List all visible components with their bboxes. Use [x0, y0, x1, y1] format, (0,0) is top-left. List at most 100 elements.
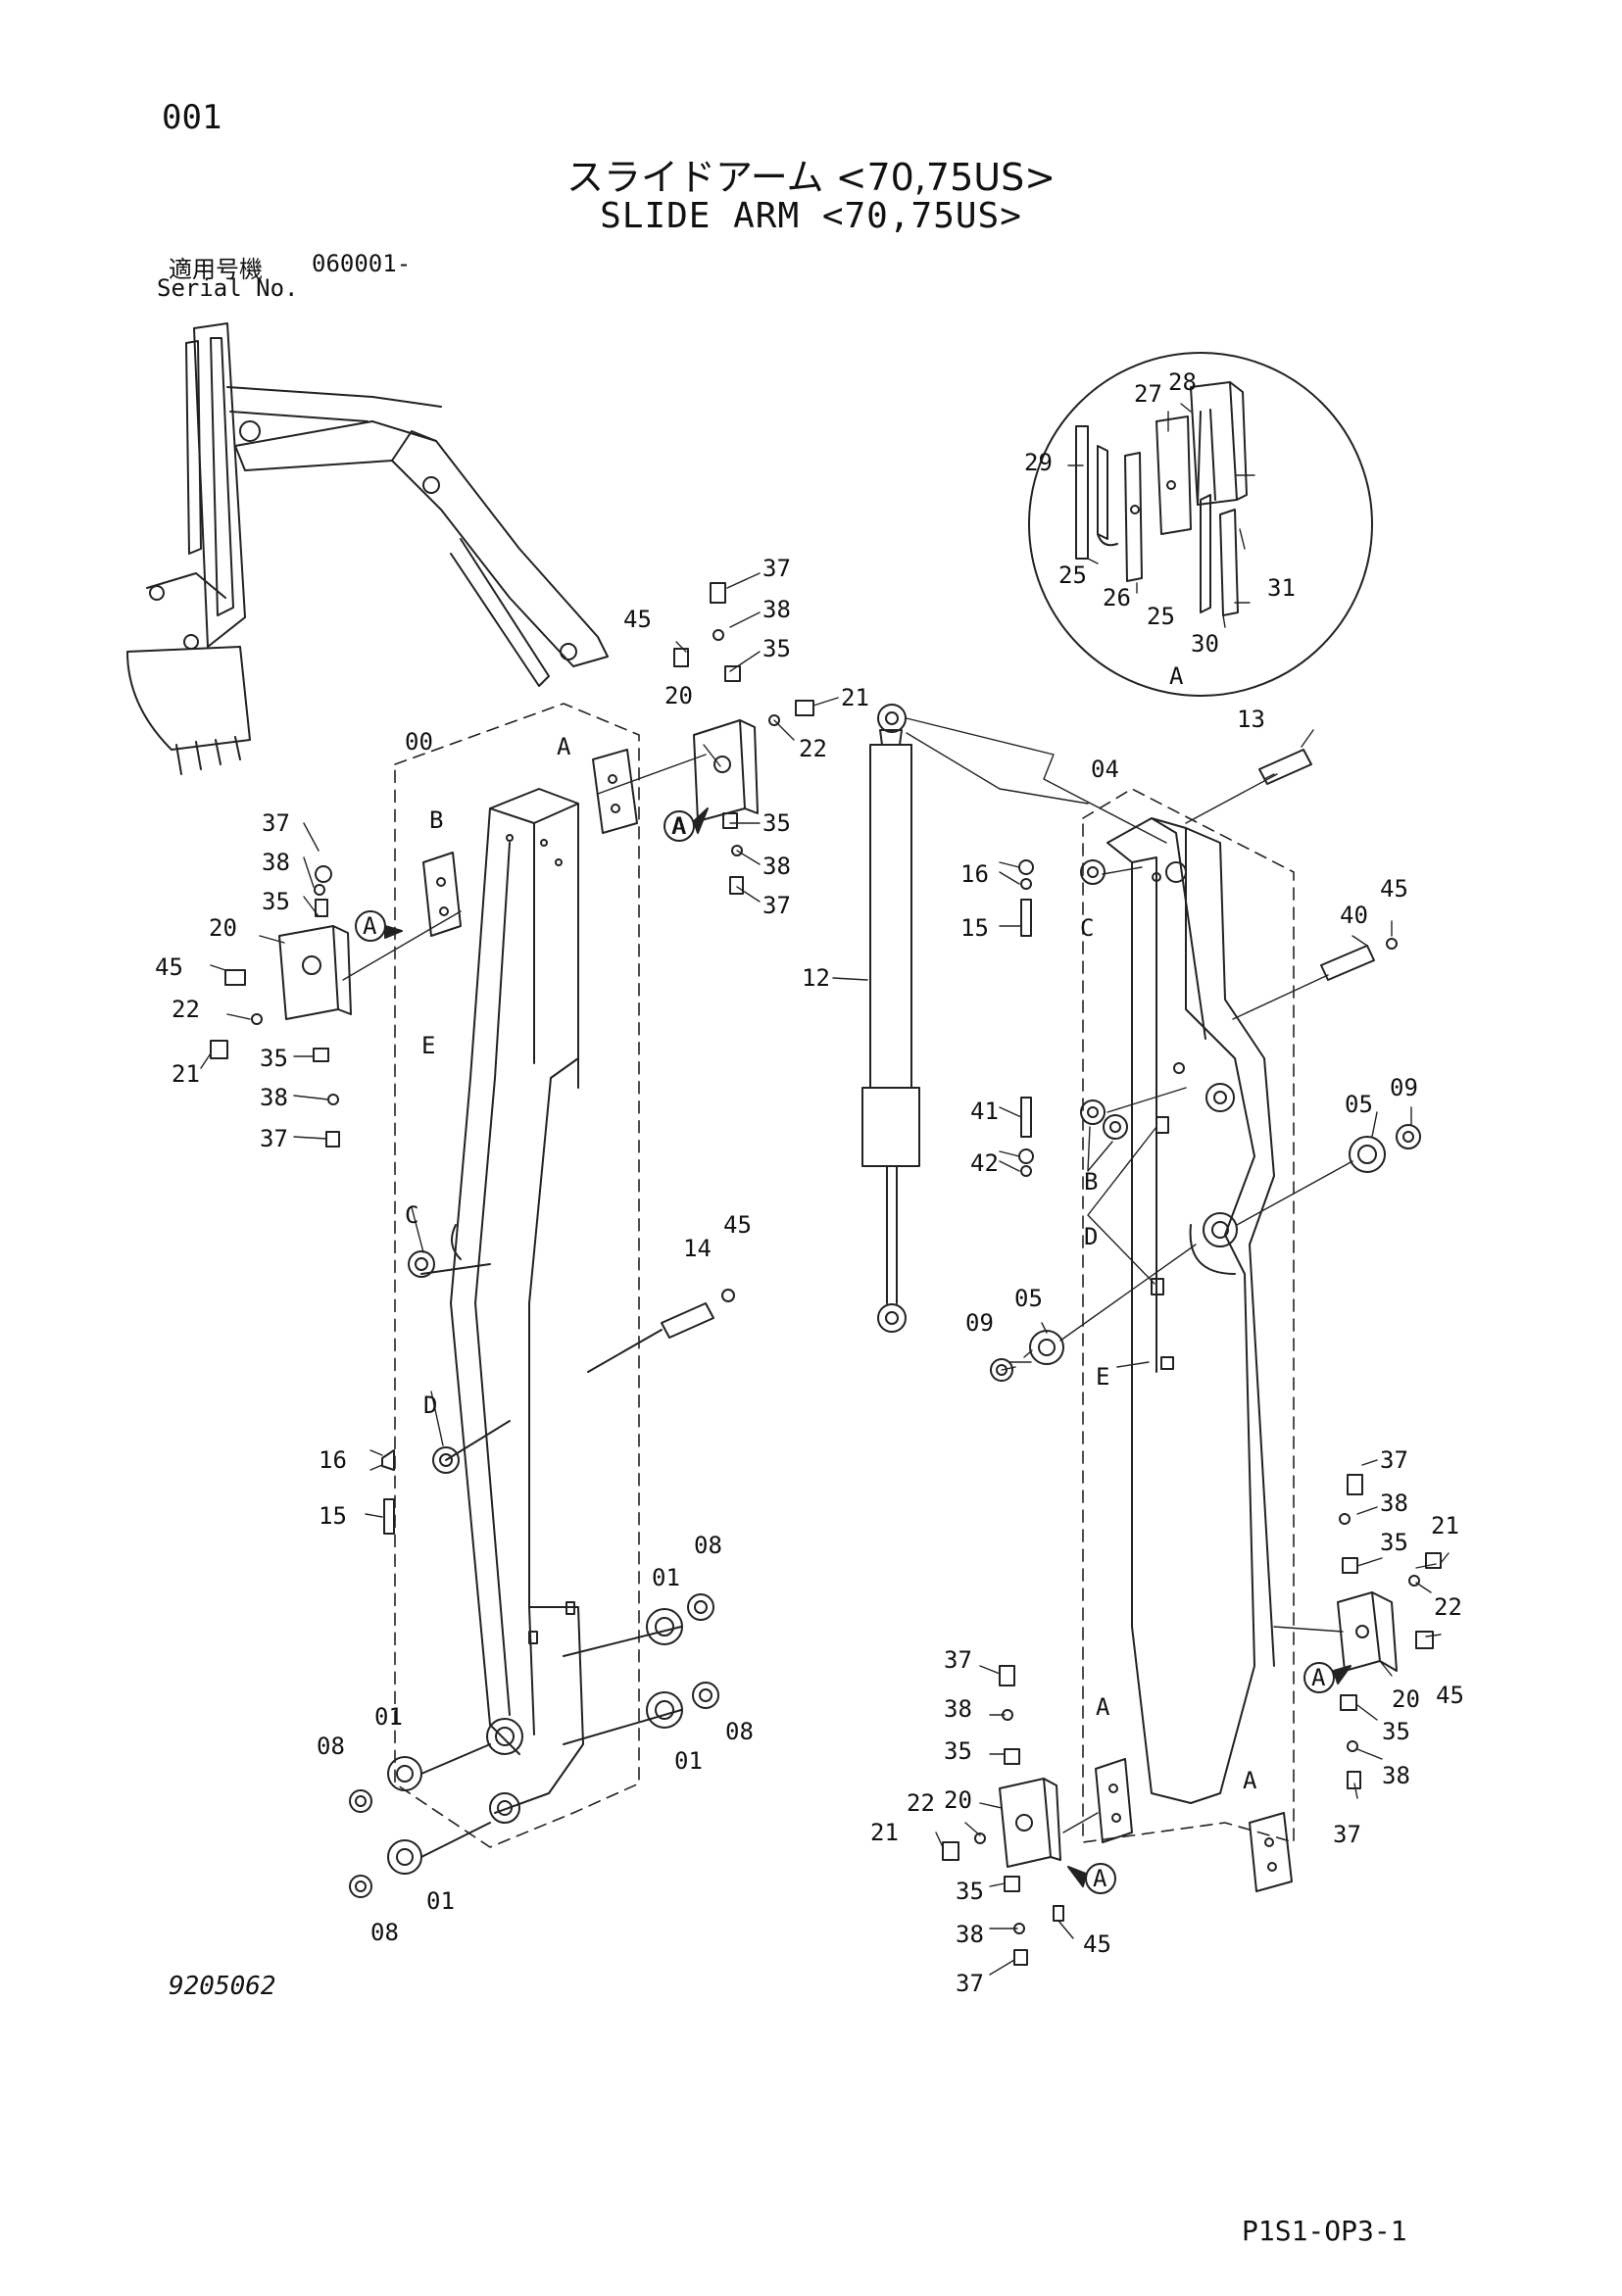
- callout-label: 20: [209, 914, 237, 942]
- callout-label: A: [672, 812, 687, 840]
- callout-label: 15: [319, 1502, 347, 1530]
- plate-b-left: [422, 852, 462, 937]
- detail-marker-group: [355, 807, 1352, 1894]
- callout-label: 37: [262, 809, 290, 837]
- callout-label: 08: [694, 1532, 722, 1559]
- plate-a-lower: [1095, 1758, 1133, 1843]
- detail-part-number: 25: [1147, 603, 1175, 630]
- callout-label: 13: [1237, 706, 1265, 733]
- slide-cylinder-12: [861, 704, 920, 1333]
- pin-14: [661, 1302, 714, 1339]
- callout-label: 37: [1333, 1821, 1361, 1848]
- detail-part-number: 28: [1168, 368, 1197, 396]
- serial-label-japanese: 適用号機: [169, 256, 263, 283]
- callout-label: 21: [1431, 1512, 1459, 1539]
- callout-label: 35: [1380, 1529, 1408, 1556]
- callout-label: 08: [370, 1919, 399, 1946]
- callout-label: A: [557, 733, 571, 760]
- callout-label: 08: [317, 1733, 345, 1760]
- callout-label: 05: [1014, 1285, 1043, 1312]
- callout-label: 01: [374, 1703, 403, 1731]
- callout-label: C: [1080, 914, 1094, 942]
- detail-marker-label: A: [1311, 1664, 1326, 1691]
- detail-marker-letters: A A A A: [363, 812, 1326, 1892]
- callout-label: 38: [262, 849, 290, 876]
- pin-40: [1320, 945, 1375, 981]
- drawing-number: 9205062: [169, 1972, 276, 2001]
- callout-label: 09: [965, 1309, 994, 1337]
- callout-label: 16: [319, 1446, 347, 1474]
- callout-label: 04: [1091, 756, 1119, 783]
- callout-label: 00: [405, 728, 433, 756]
- callout-label: 08: [725, 1718, 754, 1745]
- callout-label: 38: [762, 853, 791, 880]
- callout-label: 14: [683, 1235, 712, 1262]
- callout-label: 05: [1345, 1091, 1373, 1118]
- callout-label: 21: [841, 684, 869, 711]
- callout-label: C: [405, 1201, 418, 1229]
- callout-label: 38: [260, 1084, 288, 1111]
- block-20-right: [1337, 1591, 1381, 1672]
- detail-marker-label: A: [1093, 1865, 1107, 1892]
- detail-marker-label: A: [363, 912, 377, 940]
- excavator-overview-illustration: [126, 322, 609, 775]
- callout-label: 20: [664, 682, 693, 709]
- callout-label: 45: [1436, 1682, 1464, 1709]
- callout-label: 20: [1392, 1685, 1420, 1713]
- callout-label: 37: [260, 1125, 288, 1152]
- detail-part-number: 30: [1191, 630, 1219, 658]
- callout-label: 37: [762, 892, 791, 919]
- callout-label: D: [1084, 1223, 1098, 1250]
- callout-label: 22: [1434, 1593, 1462, 1621]
- detail-part-number: 31: [1267, 574, 1296, 602]
- plate-a-upper-left: [592, 749, 638, 834]
- detail-part-number: 26: [1103, 584, 1131, 611]
- callout-label: 15: [960, 914, 989, 942]
- page-title-japanese: スライドアーム <70,75US>: [565, 156, 1057, 199]
- page-number: 001: [162, 98, 222, 137]
- callout-leader-lines: [200, 474, 1450, 1976]
- serial-number-value: 060001-: [312, 250, 412, 277]
- block-20-lower: [999, 1778, 1052, 1868]
- callout-label: 37: [944, 1646, 972, 1674]
- callout-label: 41: [970, 1098, 999, 1125]
- callout-label: 45: [155, 953, 183, 981]
- callout-label: 01: [426, 1887, 455, 1915]
- callout-label: A: [1096, 1693, 1110, 1721]
- callout-label: 16: [960, 860, 989, 888]
- callout-label: 42: [970, 1149, 999, 1177]
- detail-view-a-circle: [1028, 352, 1373, 697]
- callout-label: 35: [762, 809, 791, 837]
- page-title-english: SLIDE ARM <70,75US>: [600, 196, 1022, 236]
- callout-label: 22: [907, 1789, 935, 1817]
- callout-label: 22: [799, 735, 827, 762]
- callout-label: 21: [172, 1060, 200, 1088]
- detail-part-number: 25: [1058, 562, 1087, 589]
- serial-label-english: Serial No.: [157, 274, 299, 302]
- callout-label: 37: [762, 555, 791, 582]
- callout-label: 35: [762, 635, 791, 662]
- callout-label: 01: [674, 1747, 703, 1775]
- callout-label: 35: [944, 1737, 972, 1765]
- outer-arm-dashed-boundary: [1082, 788, 1295, 1843]
- callout-label: 22: [172, 996, 200, 1023]
- inner-arm-assembly: [450, 788, 584, 1824]
- callout-label: 20: [944, 1786, 972, 1814]
- callout-label: 35: [262, 888, 290, 915]
- callout-label: 35: [1382, 1718, 1410, 1745]
- detail-view-labels: 27 28 29 25 26 25 30 31 A: [1024, 368, 1296, 690]
- callout-label: 45: [1083, 1930, 1111, 1958]
- detail-part-number: 27: [1134, 380, 1162, 408]
- callout-label: A: [1243, 1767, 1257, 1794]
- callout-label: 12: [802, 964, 830, 992]
- callout-label: B: [1084, 1168, 1098, 1196]
- page-code: P1S1-OP3-1: [1242, 2215, 1407, 2247]
- outer-arm-assembly: [1106, 817, 1275, 1804]
- callout-label: 38: [1380, 1490, 1408, 1517]
- callout-label: 09: [1390, 1074, 1418, 1101]
- plate-a-right: [1249, 1812, 1293, 1892]
- callout-label: E: [1096, 1363, 1109, 1391]
- callout-label: 40: [1340, 902, 1368, 929]
- callout-label: 37: [1380, 1446, 1408, 1474]
- callout-label: 38: [956, 1921, 984, 1948]
